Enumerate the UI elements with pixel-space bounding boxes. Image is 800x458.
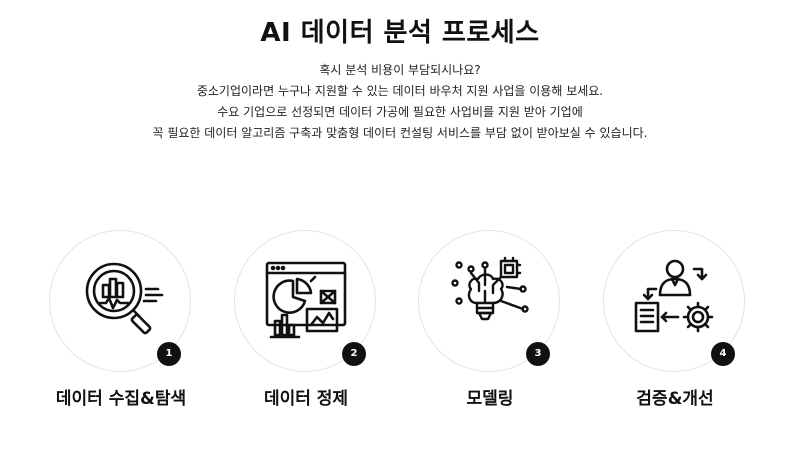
description-line: 혹시 분석 비용이 부담되시나요?	[319, 63, 481, 77]
process-step-2: 2 데이터 정제	[206, 230, 406, 420]
step-number-badge: 1	[157, 342, 181, 366]
step-icon-circle	[49, 230, 191, 372]
process-step-4: 4 검증&개선	[575, 230, 775, 420]
description-line: 꼭 필요한 데이터 알고리즘 구축과 맞춤형 데이터 컨설팅 서비스를 부담 없…	[152, 126, 648, 140]
person-document-gear-icon	[634, 259, 714, 333]
process-steps: 1 데이터 수집&탐색	[0, 230, 800, 430]
description-line: 중소기업이라면 누구나 지원할 수 있는 데이터 바우처 지원 사업을 이용해 …	[196, 84, 604, 98]
lightbulb-circuit-icon	[451, 256, 529, 321]
dashboard-charts-icon	[265, 261, 347, 339]
step-number-badge: 3	[526, 342, 550, 366]
process-step-1: 1 데이터 수집&탐색	[21, 230, 221, 420]
description: 혹시 분석 비용이 부담되시나요? 중소기업이라면 누구나 지원할 수 있는 데…	[0, 60, 800, 144]
step-number-badge: 4	[711, 342, 735, 366]
step-label: 검증&개선	[636, 389, 714, 409]
step-number-badge: 2	[342, 342, 366, 366]
process-step-3: 3 모델링	[390, 230, 590, 420]
page-title: AI 데이터 분석 프로세스	[260, 18, 540, 48]
magnifier-chart-icon	[85, 262, 164, 335]
step-label: 데이터 수집&탐색	[55, 389, 187, 409]
step-label: 데이터 정제	[263, 389, 349, 409]
description-line: 수요 기업으로 선정되면 데이터 가공에 필요한 사업비를 지원 받아 기업에	[217, 105, 583, 119]
step-label: 모델링	[466, 389, 514, 409]
